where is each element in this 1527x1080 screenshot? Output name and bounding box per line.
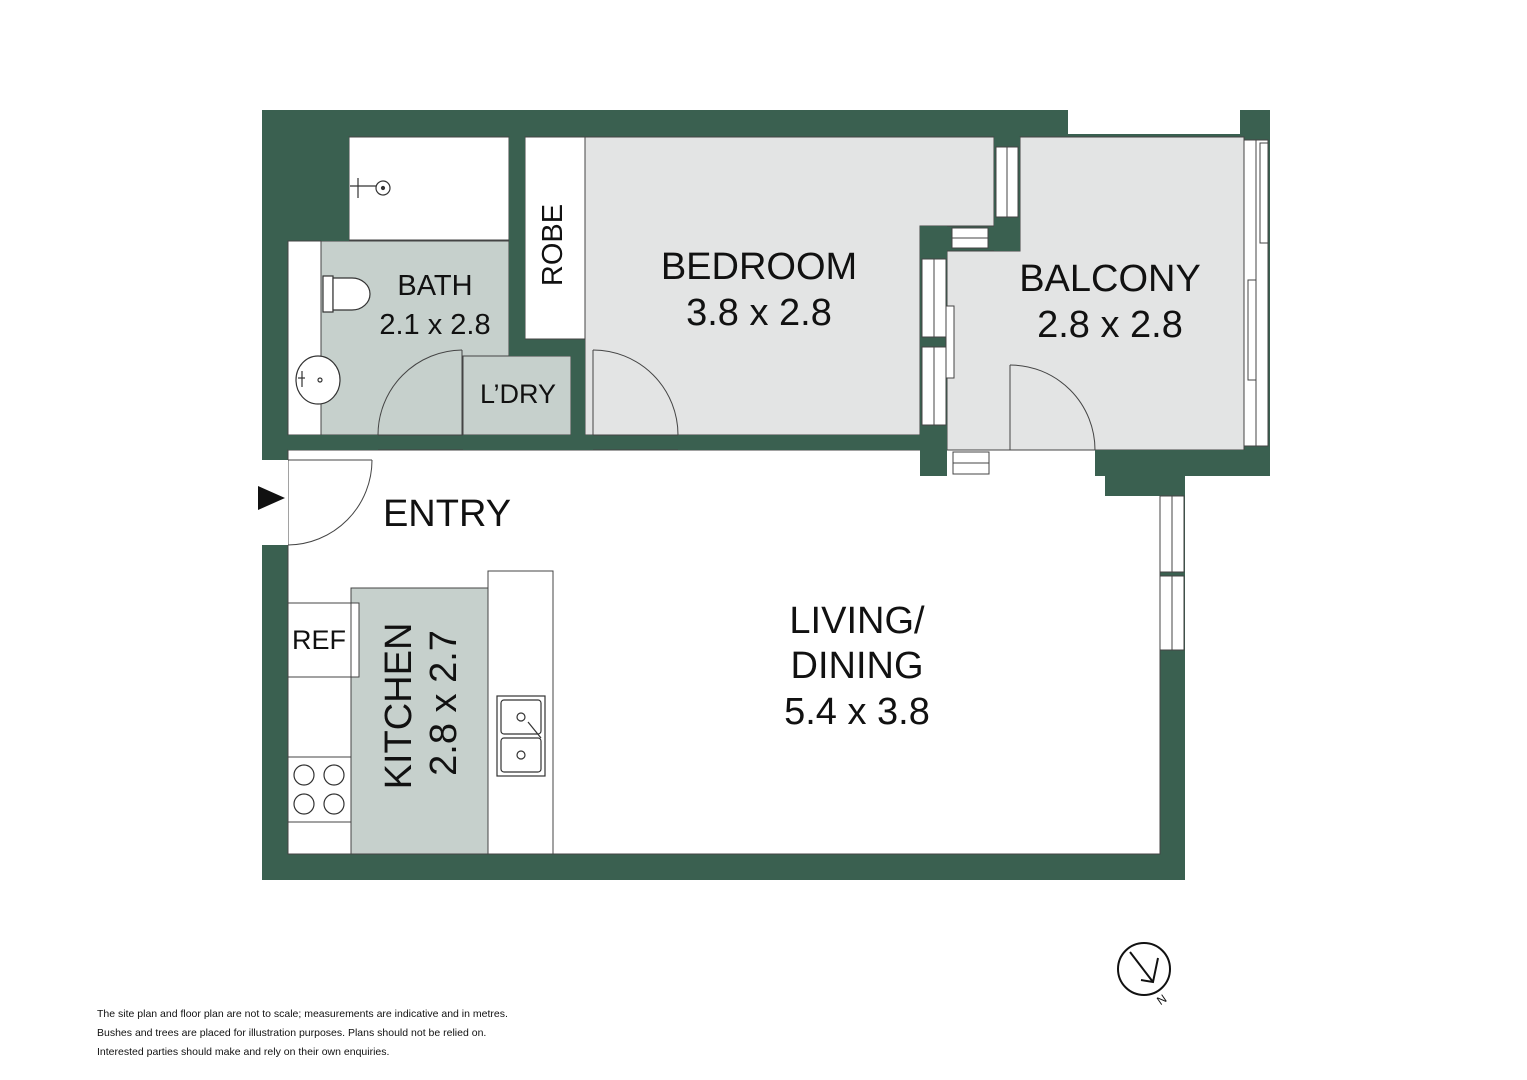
entry-name: ENTRY	[383, 493, 511, 535]
robe-floor	[524, 136, 586, 340]
disclaimer-line-1: The site plan and floor plan are not to …	[97, 1008, 508, 1020]
cooktop-icon	[293, 764, 345, 815]
bath-size: 2.1 x 2.8	[379, 309, 490, 341]
wall-laundry-bottom	[463, 435, 593, 450]
living-name-line1: LIVING/	[789, 600, 925, 642]
sink-icon	[496, 695, 546, 777]
bedroom-name: BEDROOM	[661, 246, 857, 288]
kitchen-name: KITCHEN	[378, 623, 420, 790]
toilet-icon	[322, 275, 371, 313]
laundry-floor	[462, 355, 572, 436]
fridge-name: REF	[292, 625, 346, 655]
north-label: N	[1154, 992, 1169, 1008]
living-size: 5.4 x 3.8	[784, 691, 930, 733]
fridge-icon	[288, 602, 360, 678]
disclaimer-line-2: Bushes and trees are placed for illustra…	[97, 1027, 487, 1039]
disclaimer-block: The site plan and floor plan are not to …	[97, 1005, 508, 1062]
door-entry	[287, 459, 373, 546]
window-living-right	[1159, 495, 1185, 651]
robe-name: ROBE	[537, 204, 569, 286]
wall-bedroom-bottom	[678, 435, 920, 450]
balcony-size: 2.8 x 2.8	[1037, 304, 1183, 346]
wall-shower-left	[321, 137, 349, 241]
window-balcony-bottom-small	[952, 451, 990, 475]
shower-fixture-icon	[350, 178, 391, 198]
basin-icon	[295, 355, 341, 405]
shower-floor	[348, 136, 510, 241]
kitchen-floor	[350, 587, 489, 855]
wall-laundry-side	[571, 340, 585, 450]
bath-vanity-strip	[287, 240, 322, 436]
wall-bath-bottom	[288, 435, 378, 450]
living-name-line2: DINING	[791, 645, 924, 687]
window-balcony-upper-small	[951, 227, 989, 249]
wall-balcony-living	[1105, 476, 1185, 496]
kitchen-size: 2.8 x 2.7	[423, 630, 465, 776]
balcony-top-opening	[1068, 110, 1240, 134]
bath-name: BATH	[397, 270, 472, 302]
door-bedroom	[592, 349, 679, 436]
bedroom-size: 3.8 x 2.8	[686, 292, 832, 334]
window-balcony-right	[1243, 139, 1269, 447]
wall-balcony-bottom	[1095, 450, 1270, 476]
north-compass-icon	[1117, 942, 1171, 996]
bench-lines	[288, 756, 351, 823]
window-bedroom-balcony-top	[995, 146, 1019, 218]
balcony-name: BALCONY	[1019, 258, 1201, 300]
wall-bath-bedroom	[509, 137, 525, 356]
door-balcony	[1009, 364, 1096, 451]
wall-laundry-top	[509, 340, 585, 356]
laundry-name: L’DRY	[480, 379, 556, 409]
window-bedroom-balcony-side	[921, 258, 955, 426]
entry-arrow-icon	[258, 486, 285, 510]
disclaimer-line-3: Interested parties should make and rely …	[97, 1046, 390, 1058]
door-bath	[377, 349, 463, 436]
